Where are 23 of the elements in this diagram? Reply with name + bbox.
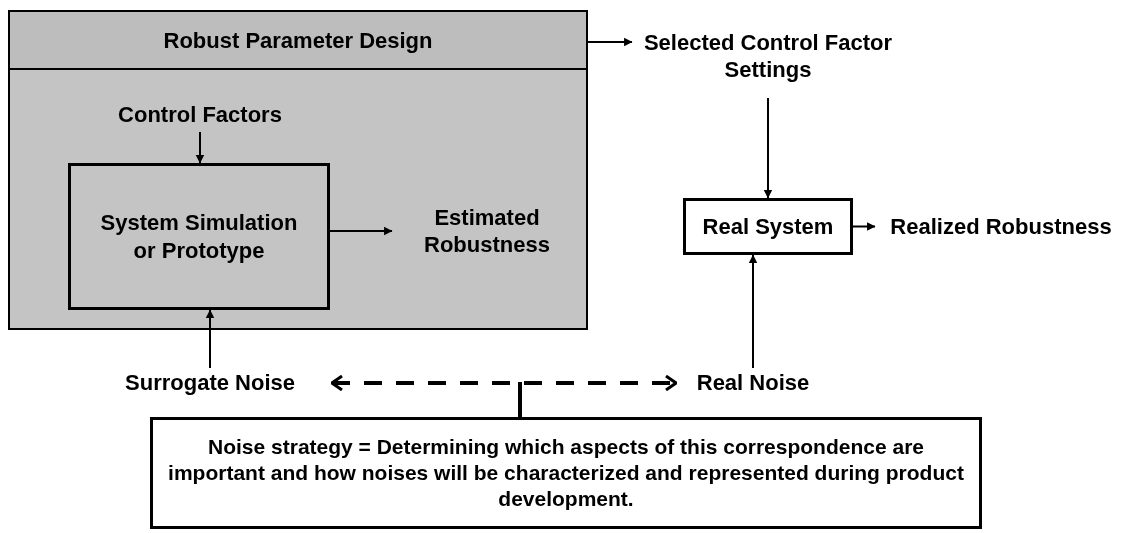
arrow bbox=[329, 226, 393, 236]
node-label: Realized Robustness bbox=[890, 213, 1112, 241]
connector-line bbox=[518, 382, 522, 417]
box-label: Real System bbox=[702, 212, 834, 241]
box-label: System Simulation or Prototype bbox=[99, 209, 299, 264]
node-label: Control Factors bbox=[118, 101, 282, 129]
panel-header: Robust Parameter Design bbox=[10, 12, 586, 70]
node-label: Surrogate Noise bbox=[125, 369, 295, 397]
arrow bbox=[748, 254, 758, 369]
node-label: Estimated Robustness bbox=[423, 203, 551, 259]
node-label: Real Noise bbox=[696, 369, 810, 397]
arrow bbox=[195, 131, 205, 164]
process-box bbox=[68, 163, 330, 310]
process-box bbox=[683, 198, 853, 255]
dashed-arrow bbox=[330, 374, 678, 392]
box-label: Noise strategy = Determining which aspects of this correspondence are important and how noises will be characterized and represented during product development. bbox=[167, 433, 965, 513]
panel-box bbox=[8, 10, 588, 330]
arrow bbox=[587, 37, 633, 47]
process-box bbox=[150, 417, 982, 529]
arrow bbox=[205, 309, 215, 369]
node-label: Selected Control Factor Settings bbox=[642, 28, 894, 84]
arrow bbox=[763, 97, 773, 199]
arrow bbox=[852, 222, 876, 231]
